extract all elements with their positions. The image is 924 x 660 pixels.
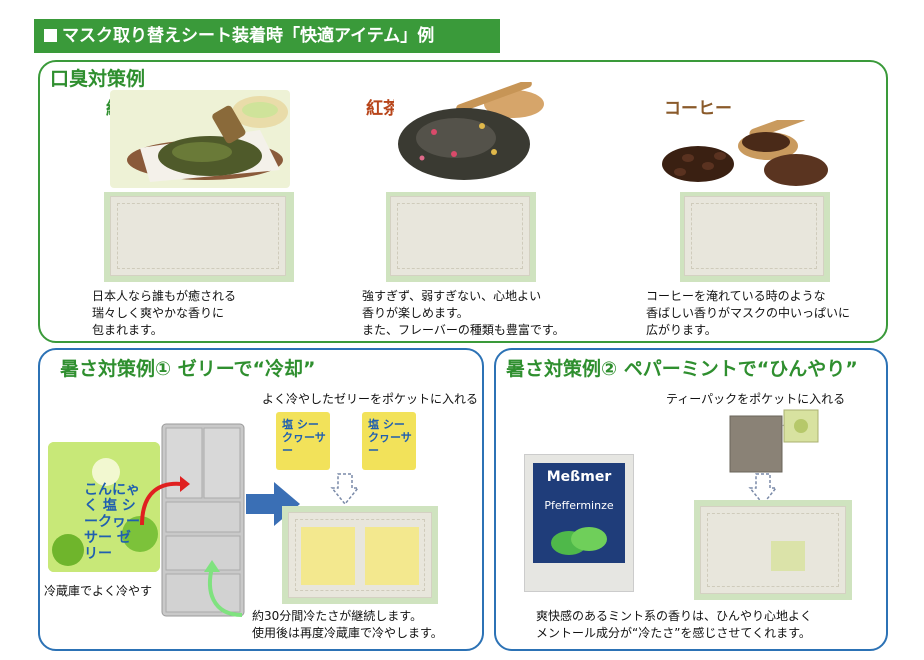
jelly-mask-sheet <box>288 512 432 598</box>
section-header: マスク取り替えシート装着時「快適アイテム」例 <box>34 19 500 53</box>
mint-instruction: ティーパックをポケットに入れる <box>666 392 846 406</box>
coffee-line: 香ばしい香りがマスクの中いっぱいに <box>646 306 851 320</box>
coffee-line: コーヒーを淹れている時のような <box>646 289 826 303</box>
black-tea-line: 香りが楽しめます。 <box>362 306 469 320</box>
coffee-photo <box>658 120 833 188</box>
mint-product: Pfefferminze <box>544 499 614 512</box>
black-tea-line: 強すぎず、弱すぎない、心地よい <box>362 289 542 303</box>
black-tea-photo <box>394 82 544 190</box>
jelly-pouch-2: 塩 シークヮーサー <box>362 412 416 470</box>
red-arrow-icon <box>140 476 190 526</box>
square-icon <box>44 29 57 42</box>
jelly-package-text: こんにゃく 塩 シークヮーサー ゼリー <box>84 482 140 562</box>
black-tea-line: また、フレーバーの種類も豊富です。 <box>362 323 565 337</box>
jelly-pouch-1-text: 塩 シークヮーサー <box>282 418 326 457</box>
mint-leaf-icon <box>551 527 607 555</box>
mint-description: 爽快感のあるミント系の香りは、ひんやり心地よく メントール成分が“冷たさ”を感じ… <box>536 608 812 642</box>
mint-panel-title: 暑さ対策例② ペパーミントで“ひんやり” <box>506 358 858 380</box>
green-arrow-icon <box>204 560 243 617</box>
mint-line: 爽快感のあるミント系の香りは、ひんやり心地よく <box>536 609 813 623</box>
jelly-pouch-1: 塩 シークヮーサー <box>276 412 330 470</box>
mint-sachet: Meßmer Pfefferminze <box>524 454 634 592</box>
odor-panel: 口臭対策例 緑茶 紅茶 コーヒー <box>38 60 888 343</box>
green-tea-photo <box>110 90 290 188</box>
mint-panel: 暑さ対策例② ペパーミントで“ひんやり” ティーパックをポケットに入れる Meß… <box>494 348 888 651</box>
mint-sachet-label: Meßmer Pfefferminze <box>533 463 625 563</box>
mint-line: メントール成分が“冷たさ”を感じさせてくれます。 <box>536 626 811 640</box>
jelly-panel: 暑さ対策例① ゼリーで“冷却” よく冷やしたゼリーをポケットに入れる こんにゃく… <box>38 348 484 651</box>
jelly-description: 約30分間冷たさが継続します。 使用後は再度冷蔵庫で冷やします。 <box>252 608 443 642</box>
black-tea-name: 紅茶 <box>366 99 400 119</box>
jelly-instruction: よく冷やしたゼリーをポケットに入れる <box>262 392 479 406</box>
jelly-line: 使用後は再度冷蔵庫で冷やします。 <box>252 626 443 640</box>
jelly-package: こんにゃく 塩 シークヮーサー ゼリー <box>48 442 160 572</box>
black-tea-description: 強すぎず、弱すぎない、心地よい 香りが楽しめます。 また、フレーバーの種類も豊富… <box>362 288 565 339</box>
mask-sheet-1 <box>110 196 286 276</box>
coffee-line: 広がります。 <box>646 323 717 337</box>
fridge-image <box>161 423 245 617</box>
down-arrow-icon <box>330 473 360 506</box>
jelly-package-art <box>48 442 160 572</box>
coffee-description: コーヒーを淹れている時のような 香ばしい香りがマスクの中いっぱいに 広がります。 <box>646 288 850 339</box>
down-arrow-icon <box>748 473 778 506</box>
odor-panel-title: 口臭対策例 <box>50 68 146 90</box>
green-tea-description: 日本人なら誰もが癒される 瑞々しく爽やかな香りに 包まれます。 <box>92 288 236 339</box>
mint-brand: Meßmer <box>546 469 612 485</box>
jelly-in-sheet-2 <box>365 527 419 585</box>
coffee-name: コーヒー <box>664 99 732 119</box>
mask-sheet-2 <box>390 196 530 276</box>
jelly-line: 約30分間冷たさが継続します。 <box>252 609 423 623</box>
teabag-in-sheet <box>771 541 805 571</box>
jelly-in-sheet-1 <box>301 527 355 585</box>
fridge-label: 冷蔵庫でよく冷やす <box>44 584 153 598</box>
green-tea-line: 瑞々しく爽やかな香りに <box>92 306 225 320</box>
green-tea-line: 包まれます。 <box>92 323 163 337</box>
jelly-panel-title: 暑さ対策例① ゼリーで“冷却” <box>60 358 316 380</box>
section-header-title: マスク取り替えシート装着時「快適アイテム」例 <box>62 26 435 46</box>
mask-sheet-3 <box>684 196 824 276</box>
teabag-image <box>729 409 819 473</box>
green-tea-line: 日本人なら誰もが癒される <box>92 289 237 303</box>
mint-mask-sheet <box>700 506 846 594</box>
jelly-pouch-2-text: 塩 シークヮーサー <box>368 418 412 457</box>
